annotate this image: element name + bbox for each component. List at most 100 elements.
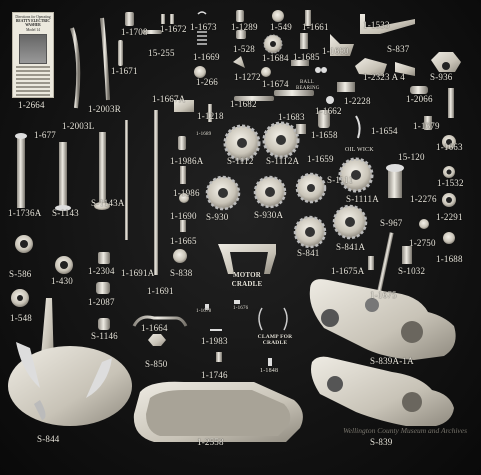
label-s-1032: S-1032 xyxy=(398,266,426,276)
label-oil-wick: OIL WICK xyxy=(345,147,374,153)
gear-s-1111 xyxy=(295,172,327,204)
label-1-1736a: 1-1736A xyxy=(8,208,42,218)
museum-credit-watermark: Wellington County Museum and Archives xyxy=(343,426,467,435)
label-1-1676: 1-1676 xyxy=(233,306,249,311)
label-1-2003r: 1-2003R xyxy=(88,104,121,114)
label-s-1143: S-1143 xyxy=(52,208,79,218)
gear-s-1112 xyxy=(223,124,261,162)
label-1-1671: 1-1671 xyxy=(111,66,138,76)
label-1-1289: 1-1289 xyxy=(231,22,258,32)
label-s-1112a: S-1112A xyxy=(266,156,300,166)
label-1-2750: 1-2750 xyxy=(409,238,436,248)
instruction-booklet: Directions for Operating BEATTY ELECTRIC… xyxy=(12,12,54,98)
label-1-1659: 1-1659 xyxy=(307,154,334,164)
label-1-2003l: 1-2003L xyxy=(62,121,95,131)
label-1-1679: 1-1679 xyxy=(413,121,440,131)
label-1-2664: 1-2664 xyxy=(18,100,45,110)
label-1-1669: 1-1669 xyxy=(193,52,220,62)
label-1-1689: 1-1689 xyxy=(196,132,212,137)
label-ball: BALL xyxy=(300,80,314,85)
label-1-1986: 1-1986 xyxy=(173,188,200,198)
label-1-1218: 1-1218 xyxy=(197,111,224,121)
part-1-1708 xyxy=(125,12,134,26)
label-1-1658: 1-1658 xyxy=(311,130,338,140)
label-cradle: CRADLE xyxy=(231,280,263,288)
label-1-1664: 1-1664 xyxy=(141,323,168,333)
label-s-1143a: S-1143A xyxy=(91,198,125,208)
label-1-1660: 1-1660 xyxy=(322,46,349,56)
label-1-1688: 1-1688 xyxy=(436,254,463,264)
label-1-266: 1-266 xyxy=(196,77,218,87)
gear-case-cover-1-2558 xyxy=(133,381,303,442)
label-1-1533: 1-1533 xyxy=(363,20,390,30)
label-s-936: S-936 xyxy=(430,72,453,82)
gear-s-930a xyxy=(253,175,287,209)
label-1-528: 1-528 xyxy=(233,44,255,54)
agitator-s-844 xyxy=(8,298,132,426)
label-1-677: 1-677 xyxy=(34,130,56,140)
label-s-1111: S-1111 xyxy=(327,175,354,185)
label-1-1746: 1-1746 xyxy=(201,370,228,380)
label-1-1675: 1-1675 xyxy=(370,290,397,300)
label-1-1673: 1-1673 xyxy=(190,22,217,32)
label-1-1665: 1-1665 xyxy=(170,236,197,246)
label-1-1667a: 1-1667A xyxy=(152,94,186,104)
label-1-1675a: 1-1675A xyxy=(331,266,365,276)
label-s-850: S-850 xyxy=(145,359,168,369)
gear-s-1112a xyxy=(262,121,300,159)
label-clamp-for: CLAMP FOR xyxy=(257,334,293,340)
label-1-1682: 1-1682 xyxy=(230,99,257,109)
label-1-1986a: 1-1986A xyxy=(170,156,204,166)
label-1-1661: 1-1661 xyxy=(302,22,329,32)
label-1-1690: 1-1690 xyxy=(170,211,197,221)
label-1-1678: 1-1678 xyxy=(196,309,212,314)
label-s-838: S-838 xyxy=(170,268,193,278)
label-s-1111a: S-1111A xyxy=(346,194,379,204)
part-s-837 xyxy=(360,14,415,34)
label-1-2291: 1-2291 xyxy=(436,212,463,222)
label-1-430: 1-430 xyxy=(51,276,73,286)
label-1-1683: 1-1683 xyxy=(278,112,305,122)
label-s-930: S-930 xyxy=(206,212,229,222)
label-1-1672: 1-1672 xyxy=(160,24,187,34)
label-s-930a: S-930A xyxy=(254,210,284,220)
label-s-967: S-967 xyxy=(380,218,403,228)
label-1-1848: 1-1848 xyxy=(260,368,279,374)
label-s-837: S-837 xyxy=(387,44,410,54)
label-1-2323-a-4: 1-2323 A 4 xyxy=(363,72,406,82)
label-1-1684: 1-1684 xyxy=(262,53,289,63)
gear-s-841a xyxy=(332,204,368,240)
label-15-255: 15-255 xyxy=(148,48,175,58)
booklet-washer-picture xyxy=(19,33,47,64)
label-s-841: S-841 xyxy=(297,248,320,258)
label-s-841a: S-841A xyxy=(336,242,366,252)
gear-s-930 xyxy=(205,175,241,211)
label-1-2087: 1-2087 xyxy=(88,297,115,307)
label-s-839: S-839 xyxy=(370,437,393,447)
label-1-1685: 1-1685 xyxy=(293,52,320,62)
label-1-1691a: 1-1691A xyxy=(121,268,155,278)
label-1-1983: 1-1983 xyxy=(201,336,228,346)
label-bearing: BEARING xyxy=(296,86,320,91)
label-1-1654: 1-1654 xyxy=(371,126,398,136)
label-1-1272: 1-1272 xyxy=(234,72,261,82)
label-s-1146: S-1146 xyxy=(91,331,118,341)
label-s-586: S-586 xyxy=(9,269,32,279)
label-clamp-cradle: CRADLE xyxy=(262,340,288,346)
label-1-1662: 1-1662 xyxy=(315,106,342,116)
label-1-1708: 1-1708 xyxy=(121,27,148,37)
label-1-2066: 1-2066 xyxy=(406,94,433,104)
booklet-line-1: Directions for Operating xyxy=(15,15,51,19)
label-15-120: 15-120 xyxy=(398,152,425,162)
label-1-2228: 1-2228 xyxy=(344,96,371,106)
label-1-549: 1-549 xyxy=(270,22,292,32)
label-1-548: 1-548 xyxy=(10,313,32,323)
label-1-1674: 1-1674 xyxy=(262,79,289,89)
label-1-1532: 1-1532 xyxy=(437,178,464,188)
label-1-1663: 1-1663 xyxy=(436,142,463,152)
label-1-2276: 1-2276 xyxy=(410,194,437,204)
label-s-844: S-844 xyxy=(37,434,60,444)
gear-housing-s-839a-1a xyxy=(309,279,456,360)
